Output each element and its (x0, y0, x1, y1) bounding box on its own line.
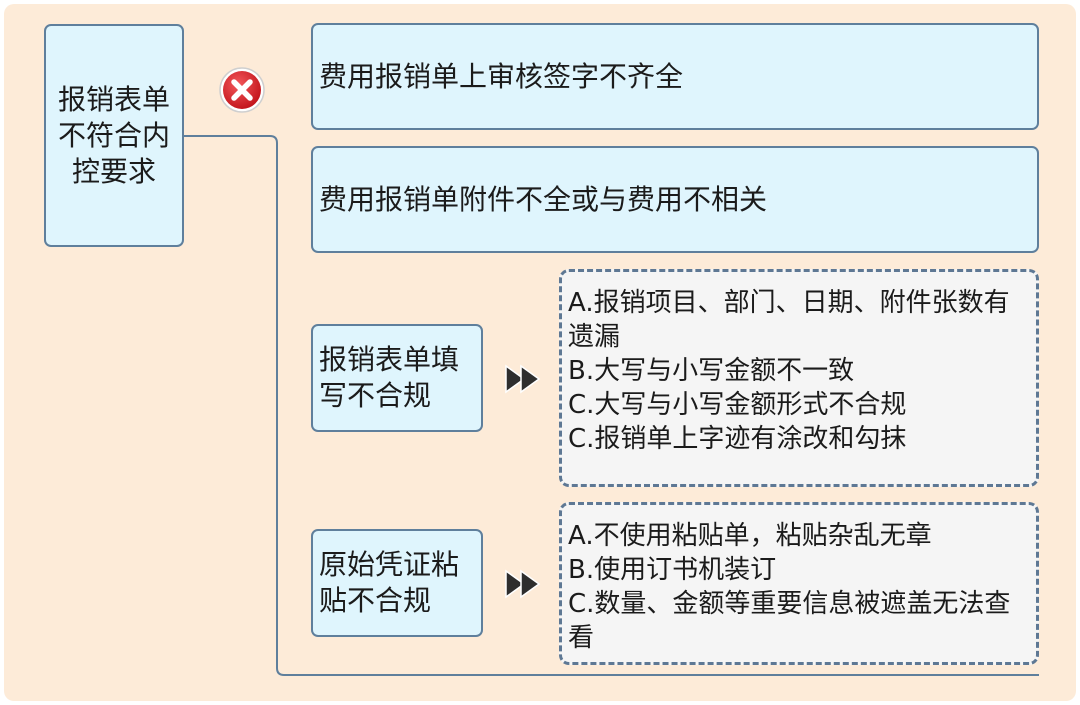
branch-3-line-1: 报销表单填 (319, 343, 460, 376)
detail-item: A.不使用粘贴单，粘贴杂乱无章 (568, 521, 932, 551)
detail-item: C.数量、金额等重要信息被遮盖无法查看 (568, 589, 1011, 653)
branch-voucher-pasting: 原始凭证粘 贴不合规 (311, 529, 483, 637)
detail-item: C.报销单上字迹有涂改和勾抹 (568, 424, 907, 454)
root-line-3: 控要求 (71, 154, 156, 188)
double-play-arrow-icon (505, 569, 541, 599)
branch-signature-incomplete: 费用报销单上审核签字不齐全 (311, 23, 1039, 130)
detail-item: C.大写与小写金额形式不合规 (568, 390, 907, 420)
branch-2-label: 费用报销单附件不全或与费用不相关 (319, 182, 768, 216)
branch-3-line-2: 写不合规 (319, 379, 432, 412)
voucher-pasting-details: A.不使用粘贴单，粘贴杂乱无章 B.使用订书机装订 C.数量、金额等重要信息被遮… (559, 502, 1039, 665)
branch-4-line-2: 贴不合规 (319, 584, 432, 617)
detail-item: B.大写与小写金额不一致 (568, 356, 855, 386)
detail-item: B.使用订书机装订 (568, 555, 777, 585)
branch-attachment-incomplete: 费用报销单附件不全或与费用不相关 (311, 146, 1039, 253)
form-filling-details: A.报销项目、部门、日期、附件张数有遗漏 B.大写与小写金额不一致 C.大写与小… (559, 269, 1039, 487)
detail-item: A.报销项目、部门、日期、附件张数有遗漏 (568, 288, 1010, 352)
root-node: 报销表单 不符合内 控要求 (44, 24, 184, 247)
branch-form-filling: 报销表单填 写不合规 (311, 324, 483, 432)
root-line-2: 不符合内 (57, 118, 170, 152)
root-node-text: 报销表单 不符合内 控要求 (58, 82, 170, 190)
branch-1-label: 费用报销单上审核签字不齐全 (319, 59, 684, 93)
root-line-1: 报销表单 (57, 82, 170, 116)
double-play-arrow-icon (505, 364, 541, 394)
branch-4-line-1: 原始凭证粘 (319, 548, 460, 581)
close-circle-icon (219, 67, 265, 113)
